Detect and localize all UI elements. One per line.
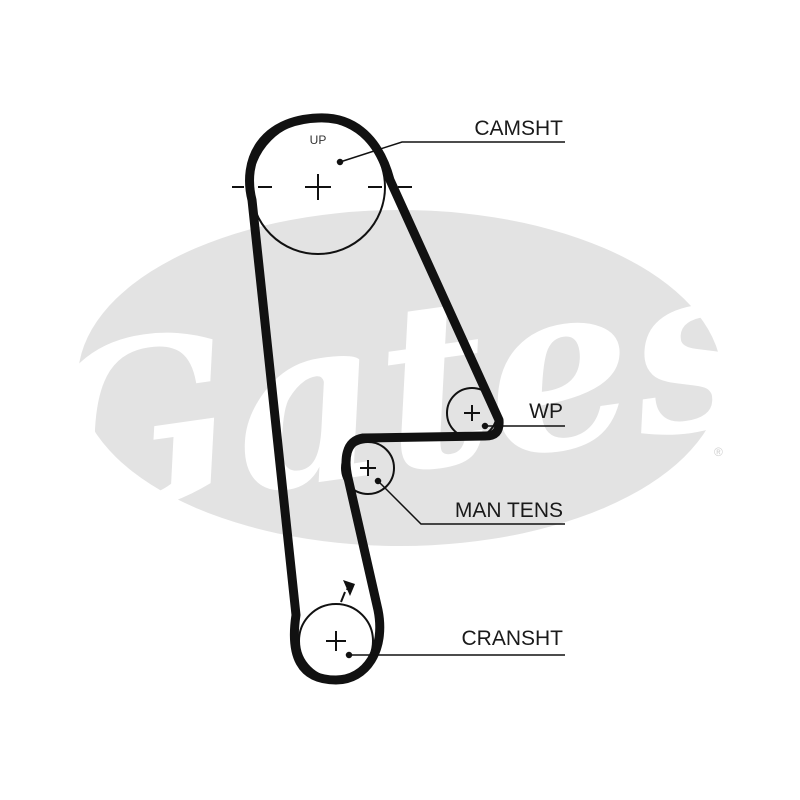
crankshaft-center-mark [326, 631, 346, 651]
water-pump-label: WP [529, 400, 563, 423]
tensioner-leader-line [377, 480, 565, 525]
gates-logo-trademark: ® [714, 445, 723, 459]
tensioner-leader-dot [374, 477, 382, 485]
water-pump-center-mark [464, 405, 480, 421]
camshaft-label: CAMSHT [474, 117, 563, 140]
leader-lines [336, 141, 565, 659]
gates-logo-watermark: Gates ® [20, 206, 778, 575]
camshaft-up-mark: UP [310, 133, 327, 147]
crankshaft-timing-arrow [340, 580, 355, 603]
camshaft-leader-line [339, 141, 565, 163]
tensioner-center-mark [360, 460, 376, 476]
gates-logo-text: Gates [20, 206, 778, 575]
crankshaft-label: CRANSHT [461, 627, 563, 650]
timing-belt [245, 113, 504, 685]
water-pump-leader-dot [481, 422, 489, 430]
camshaft-leader-dot [336, 158, 344, 166]
crankshaft-leader-dot [345, 651, 353, 659]
tensioner-label: MAN TENS [455, 499, 563, 522]
camshaft-center-mark [305, 174, 331, 200]
gates-logo-ellipse [78, 210, 722, 546]
